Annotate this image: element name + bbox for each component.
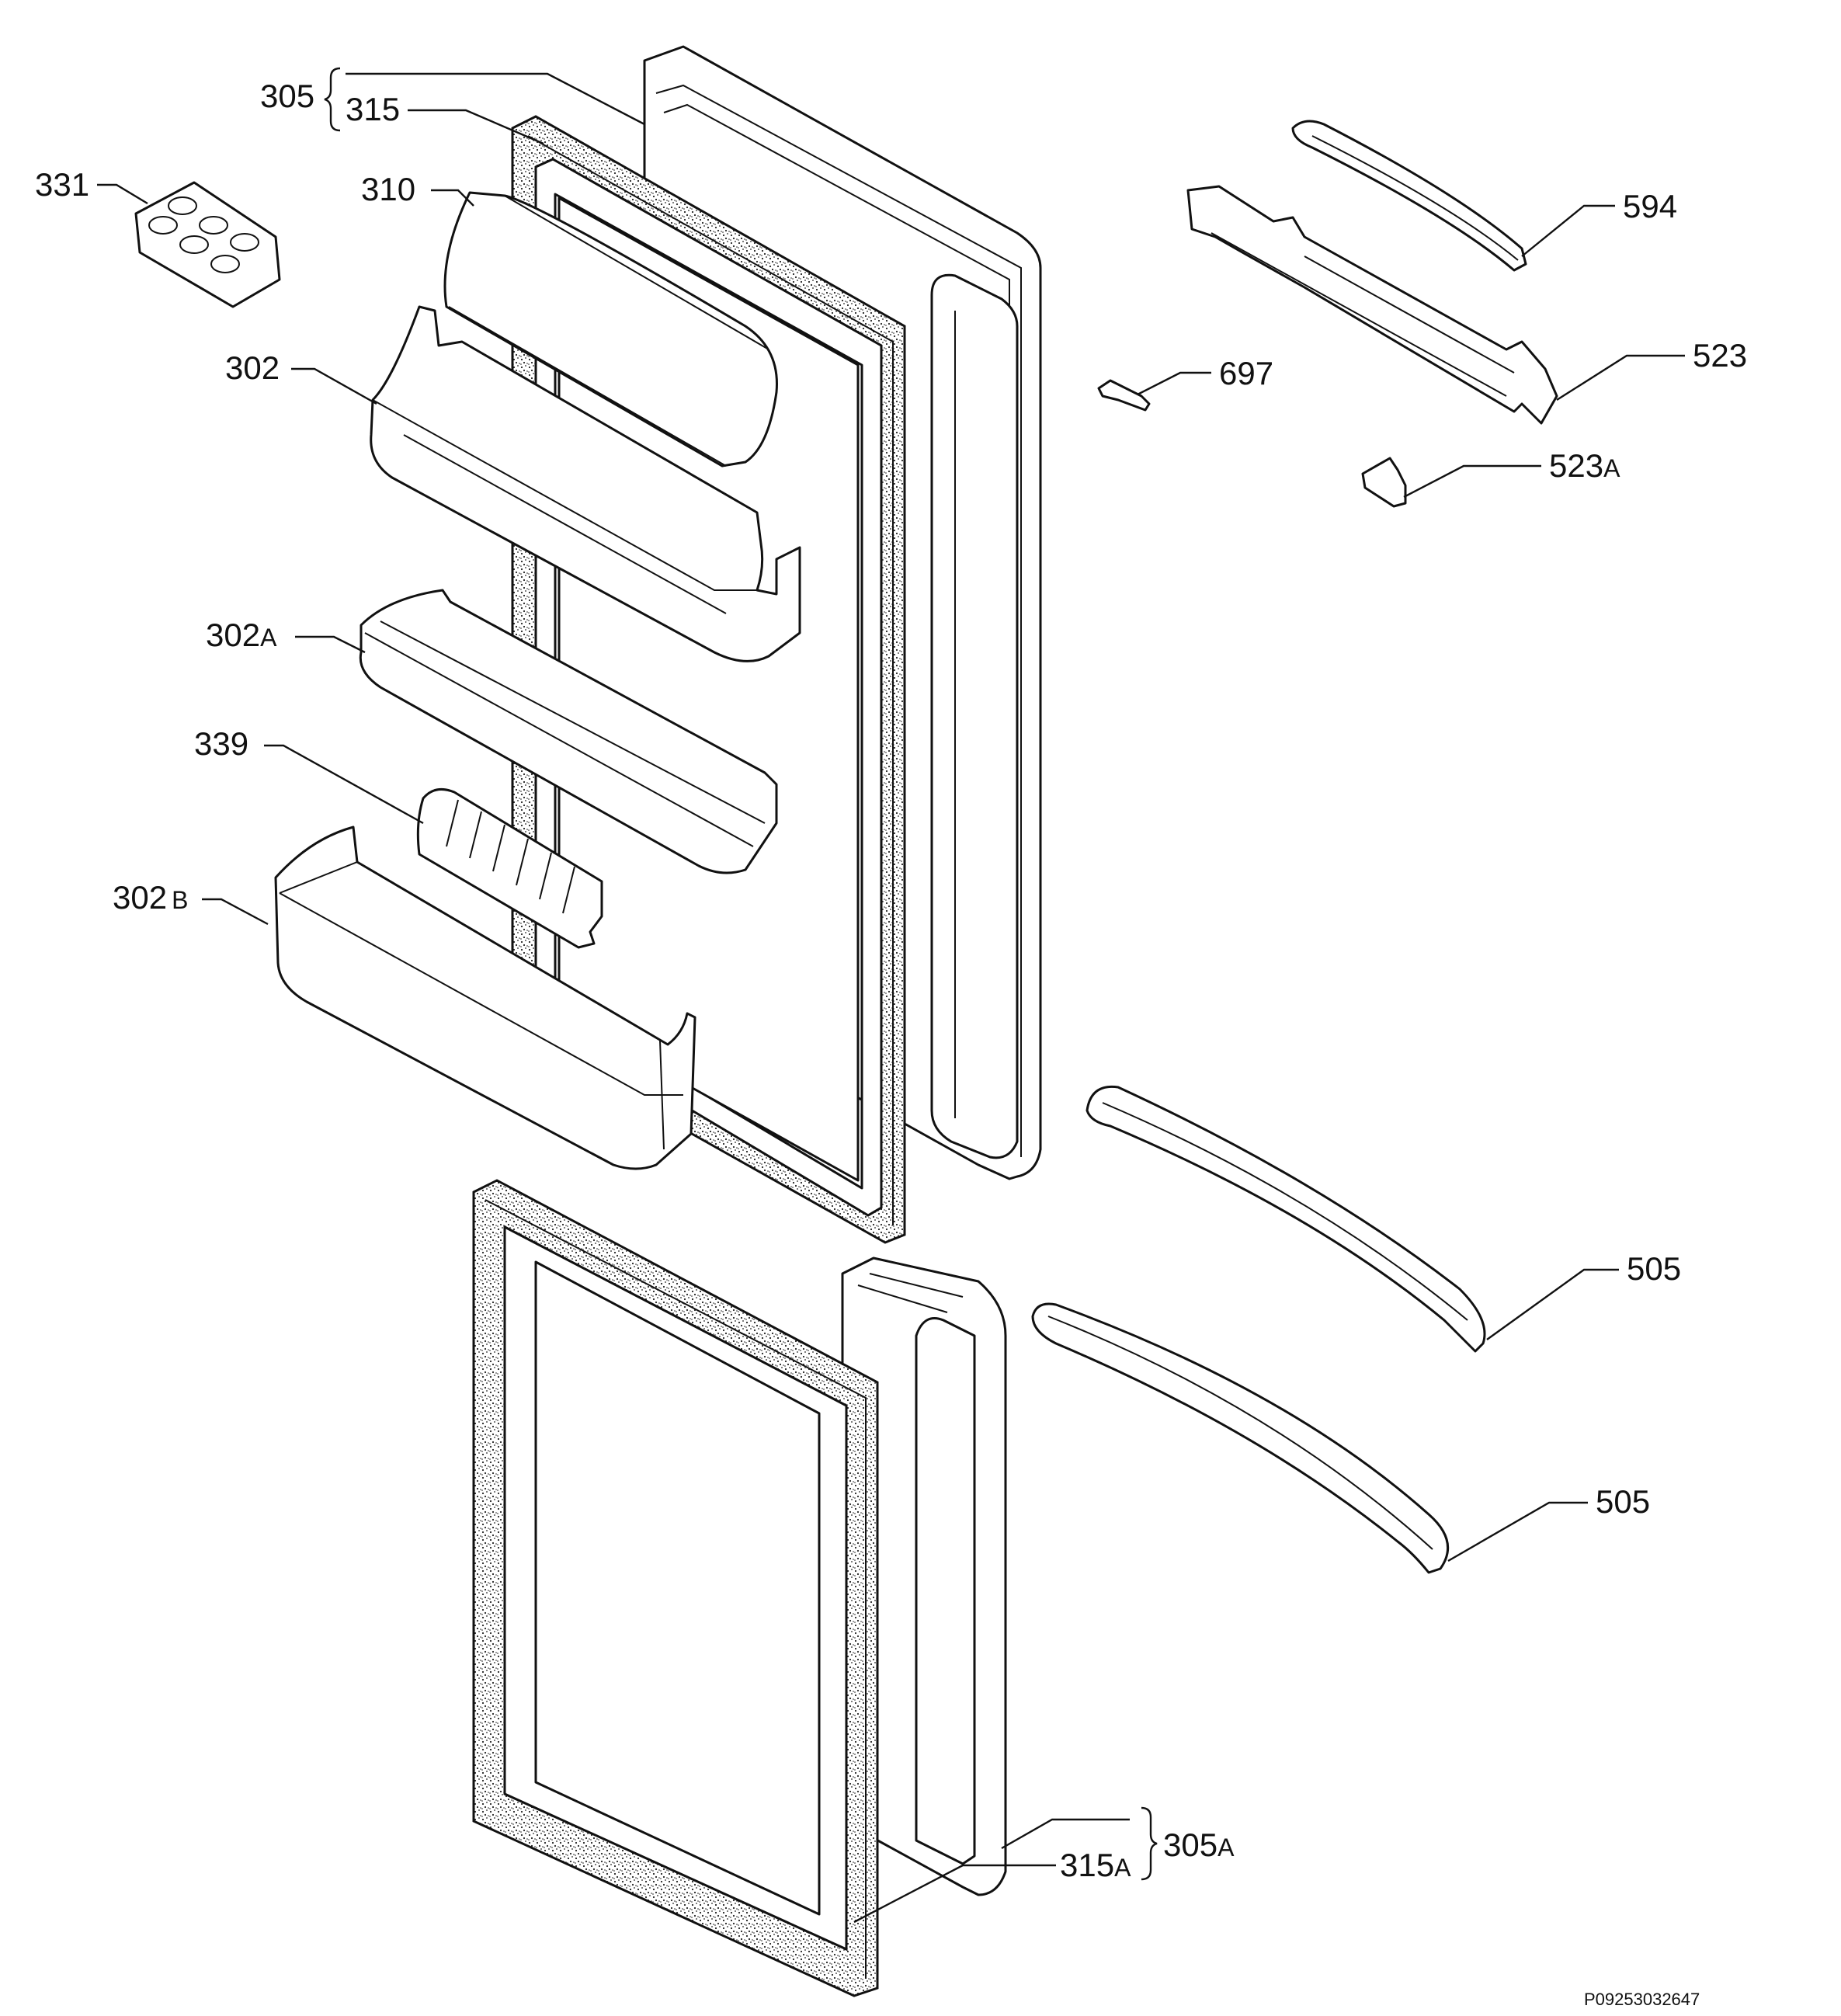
callout-523: 523	[1693, 337, 1747, 374]
callout-302a: 302A	[206, 617, 277, 653]
callout-315a: 315A	[1060, 1847, 1131, 1883]
callout-697: 697	[1219, 355, 1273, 391]
callout-302: 302	[225, 349, 280, 386]
bottle-divider-339	[416, 787, 603, 949]
clip-697	[1097, 379, 1151, 412]
callout-594: 594	[1623, 188, 1677, 224]
handle-505-lower	[1031, 1302, 1450, 1574]
braces	[324, 67, 1158, 1881]
figure-code: P09253032647	[1584, 1990, 1700, 2009]
callout-331: 331	[35, 166, 89, 203]
clip-523a	[1361, 457, 1407, 508]
callout-505-lower: 505	[1596, 1483, 1650, 1520]
lower-door-gasket	[472, 1179, 879, 1997]
callout-315: 315	[346, 91, 400, 127]
callout-310: 310	[361, 171, 415, 207]
door-shelf-302	[370, 305, 801, 662]
handle-bracket-523	[1186, 185, 1558, 425]
handle-505-upper	[1085, 1085, 1486, 1353]
door-shelf-302a	[359, 589, 778, 874]
callout-505-upper: 505	[1627, 1250, 1681, 1287]
callout-305: 305	[260, 78, 314, 114]
egg-tray-331	[134, 181, 281, 308]
door-shelf-302b	[274, 826, 696, 1170]
callout-305a: 305A	[1163, 1827, 1235, 1863]
leader-lines	[97, 72, 1685, 1924]
lower-door-panel	[841, 1257, 1007, 1896]
callout-339: 339	[194, 725, 248, 762]
callout-523a: 523A	[1549, 447, 1620, 484]
handle-trim-594	[1291, 120, 1527, 272]
dairy-compartment-lid	[443, 191, 778, 468]
